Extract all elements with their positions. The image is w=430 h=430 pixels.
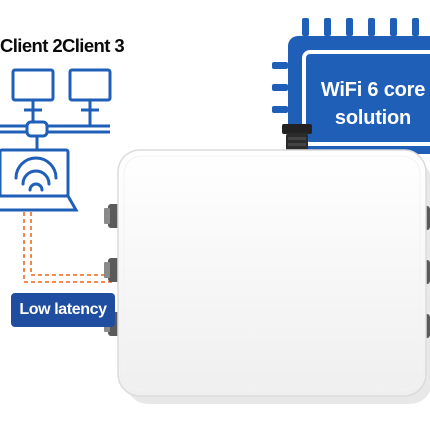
- access-point-device: [117, 149, 427, 397]
- chip-caption-line-1: WiFi 6 core: [320, 79, 426, 101]
- network-branch-lines: [0, 110, 110, 150]
- dashed-link-line: [23, 212, 114, 283]
- client-2-monitor-icon: [11, 68, 55, 112]
- chip-caption-line-2: solution: [334, 107, 412, 129]
- wifi-icon: [14, 156, 58, 192]
- laptop-icon: [0, 148, 79, 212]
- low-latency-label: Low latency: [19, 301, 107, 318]
- client-3-monitor-icon: [68, 68, 112, 112]
- chip-caption: WiFi 6 core solution: [306, 76, 430, 132]
- client-2-label: Client 2: [0, 35, 63, 56]
- client-3-label: Client 3: [62, 35, 125, 56]
- chip-icon: [272, 18, 430, 168]
- device-bevel: [123, 155, 421, 391]
- low-latency-badge: Low latency: [11, 293, 115, 327]
